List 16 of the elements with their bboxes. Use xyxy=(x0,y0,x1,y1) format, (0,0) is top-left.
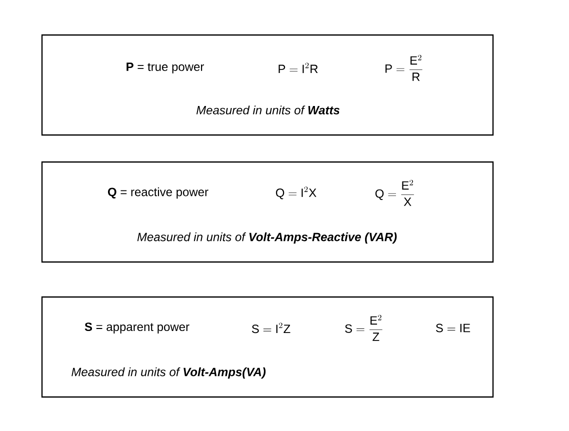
power-definition: Q = reactive power xyxy=(108,187,208,199)
formula: $\mathrm{S} = \mathrm{I}^{2}\mathrm{Z}$ xyxy=(252,322,290,334)
definition-box xyxy=(41,34,494,136)
power-definition: P = true power xyxy=(126,62,204,74)
formula: $\mathrm{Q} = \mathrm{I}^{2}\mathrm{X}$ xyxy=(276,186,316,200)
power-definition: S = apparent power xyxy=(84,322,190,334)
units-note: Measured in units of Volt-Amps-Reactive (VAR) xyxy=(137,232,397,244)
formula: $\mathrm{P} = \frac{\mathrm{E}^{2}}{\mathrm{R}}$ xyxy=(386,54,422,81)
formula: $\mathrm{P} = \mathrm{I}^{2}\mathrm{R}$ xyxy=(278,62,318,74)
formula: $\mathrm{Q} = \frac{\mathrm{E}^{2}}{\mathrm{X}}$ xyxy=(375,180,414,206)
units-note: Measured in units of Volt-Amps(VA) xyxy=(72,367,266,379)
formula: $\mathrm{S} = \mathrm{IE}$ xyxy=(436,324,470,332)
definition-box xyxy=(41,296,494,398)
units-note: Measured in units of Watts xyxy=(196,106,340,114)
formula: $\mathrm{S} = \frac{\mathrm{E}^{2}}{\mathrm{Z}}$ xyxy=(345,314,382,341)
definition-box xyxy=(41,161,494,263)
